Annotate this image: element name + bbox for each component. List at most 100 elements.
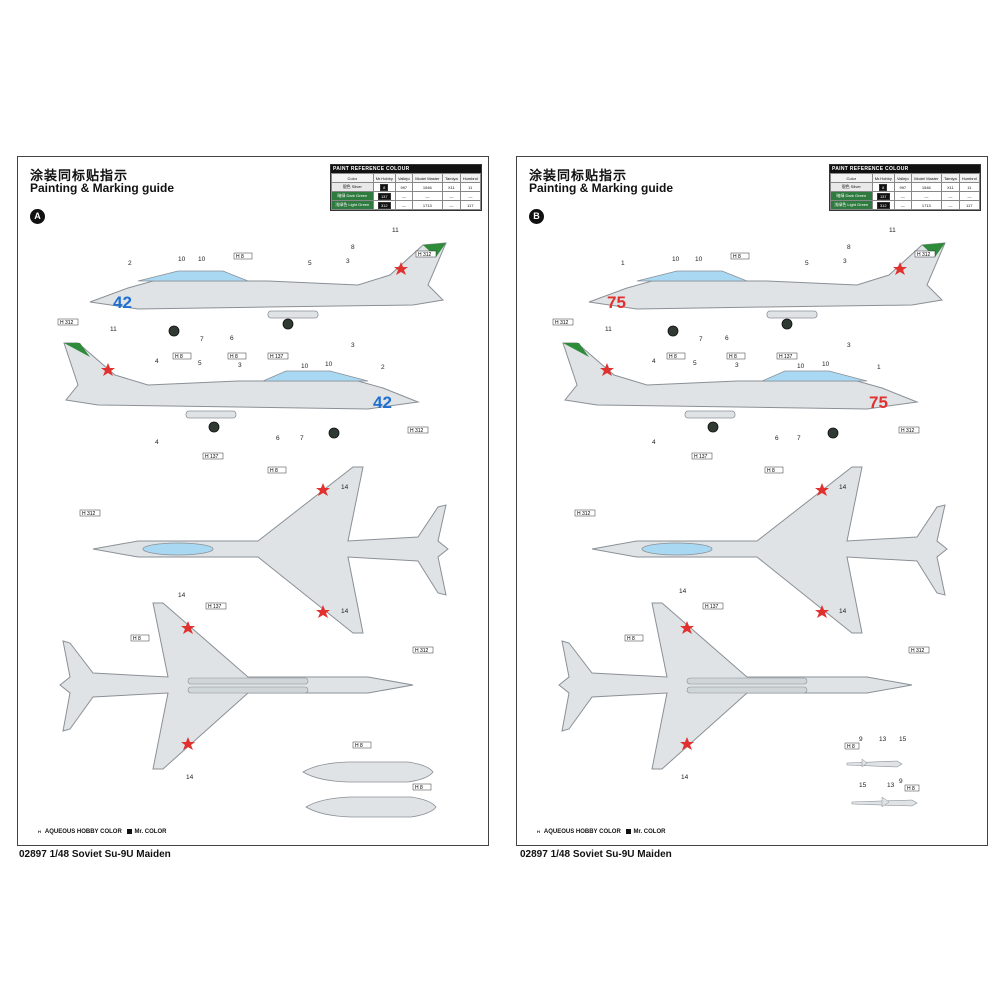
svg-text:H 137: H 137 [270,354,284,360]
svg-text:H 137: H 137 [694,454,708,460]
marking-sheet-a: 涂装同标贴指示 Painting & Marking guide A PAINT… [17,156,489,846]
svg-text:6: 6 [230,335,234,342]
svg-text:H 8: H 8 [355,743,363,749]
svg-text:10: 10 [301,363,309,370]
aircraft-right-profile: 75 [562,342,919,439]
svg-text:H 312: H 312 [415,648,429,654]
svg-text:7: 7 [699,336,703,343]
aircraft-left-profile: 42 [89,242,447,337]
svg-text:11: 11 [110,326,117,333]
svg-text:4: 4 [652,358,656,365]
svg-text:14: 14 [681,774,689,781]
svg-text:3: 3 [351,342,355,349]
title-chinese: 涂装同标贴指示 [529,168,628,183]
missile-details [846,758,918,808]
svg-text:7: 7 [797,435,801,442]
legend-aqueous: AQUEOUS HOBBY COLOR [543,829,621,836]
svg-text:H 312: H 312 [901,428,915,434]
svg-text:H 312: H 312 [577,511,591,517]
red-star [815,483,829,496]
svg-text:6: 6 [775,435,779,442]
svg-text:9: 9 [899,778,903,785]
red-star [316,483,330,496]
svg-text:H 312: H 312 [60,320,74,326]
svg-text:H 312: H 312 [917,252,931,258]
red-star [181,737,195,750]
aircraft-top-view [92,466,449,634]
svg-text:H 8: H 8 [907,786,915,792]
svg-text:14: 14 [341,484,349,491]
svg-text:H 8: H 8 [230,354,238,360]
red-star [101,363,115,376]
svg-text:10: 10 [822,361,830,368]
mr-color-icon [127,829,133,834]
legend-mr: Mr. COLOR [633,829,666,836]
svg-text:4: 4 [652,439,656,446]
title-chinese: 涂装同标贴指示 [30,168,129,183]
aircraft-left-profile: 75 [588,242,946,337]
svg-text:H 312: H 312 [410,428,424,434]
aircraft-number: 42 [373,393,392,412]
svg-text:7: 7 [200,336,204,343]
svg-text:H 8: H 8 [767,468,775,474]
red-star [680,621,694,634]
svg-text:5: 5 [805,260,809,267]
table-row: 浅绿色 Light Green 312 — 1713 — 117 [830,200,981,210]
svg-text:10: 10 [695,256,703,263]
svg-text:10: 10 [325,361,333,368]
red-star [181,621,195,634]
svg-text:H 8: H 8 [270,468,278,474]
footer-title-b: 02897 1/48 Soviet Su-9U Maiden [520,849,672,860]
aircraft-right-profile: 42 [63,342,420,439]
svg-text:H 312: H 312 [911,648,925,654]
svg-text:3: 3 [843,258,847,265]
svg-text:13: 13 [879,736,887,743]
red-star [893,262,907,275]
legend-aqueous: AQUEOUS HOBBY COLOR [44,829,122,836]
svg-text:H 137: H 137 [205,454,219,460]
svg-text:H 312: H 312 [82,511,96,517]
aircraft-top-view [591,466,948,634]
svg-text:4: 4 [155,439,159,446]
svg-text:2: 2 [381,364,385,371]
svg-text:H 8: H 8 [847,744,855,750]
aircraft-bottom-view [59,602,414,770]
paint-reference-title: PAINT REFERENCE COLOUR [331,165,481,173]
svg-text:H 137: H 137 [208,604,222,610]
svg-text:5: 5 [308,260,312,267]
svg-text:H 8: H 8 [133,636,141,642]
svg-text:1: 1 [621,260,625,267]
svg-text:H 8: H 8 [627,636,635,642]
aircraft-drawings-a: 42 42 [57,227,449,818]
svg-text:11: 11 [889,227,896,234]
paint-reference-title: PAINT REFERENCE COLOUR [830,165,980,173]
footer-title-a: 02897 1/48 Soviet Su-9U Maiden [19,849,171,860]
aircraft-bottom-view [558,602,913,770]
svg-text:5: 5 [693,360,697,367]
svg-text:11: 11 [605,326,612,333]
scheme-badge: A [30,209,45,224]
svg-text:H 137: H 137 [705,604,719,610]
red-star [394,262,408,275]
svg-text:11: 11 [392,227,399,234]
svg-text:1: 1 [877,364,881,371]
svg-text:7: 7 [300,435,304,442]
svg-text:4: 4 [155,358,159,365]
svg-text:10: 10 [797,363,805,370]
svg-text:6: 6 [725,335,729,342]
svg-text:10: 10 [672,256,680,263]
red-star [680,737,694,750]
svg-text:3: 3 [346,258,350,265]
drop-tanks [302,761,437,818]
red-star [600,363,614,376]
marking-sheet-b: 涂装同标贴指示 Painting & Marking guide B PAINT… [516,156,988,846]
svg-text:10: 10 [198,256,206,263]
svg-text:14: 14 [186,774,194,781]
svg-text:15: 15 [899,736,907,743]
aircraft-number: 75 [607,293,626,312]
aircraft-drawings-b: 75 75 [552,227,948,808]
svg-text:9: 9 [859,736,863,743]
paint-reference-table: PAINT REFERENCE COLOUR Color Mr.Hobby Va… [330,164,482,211]
